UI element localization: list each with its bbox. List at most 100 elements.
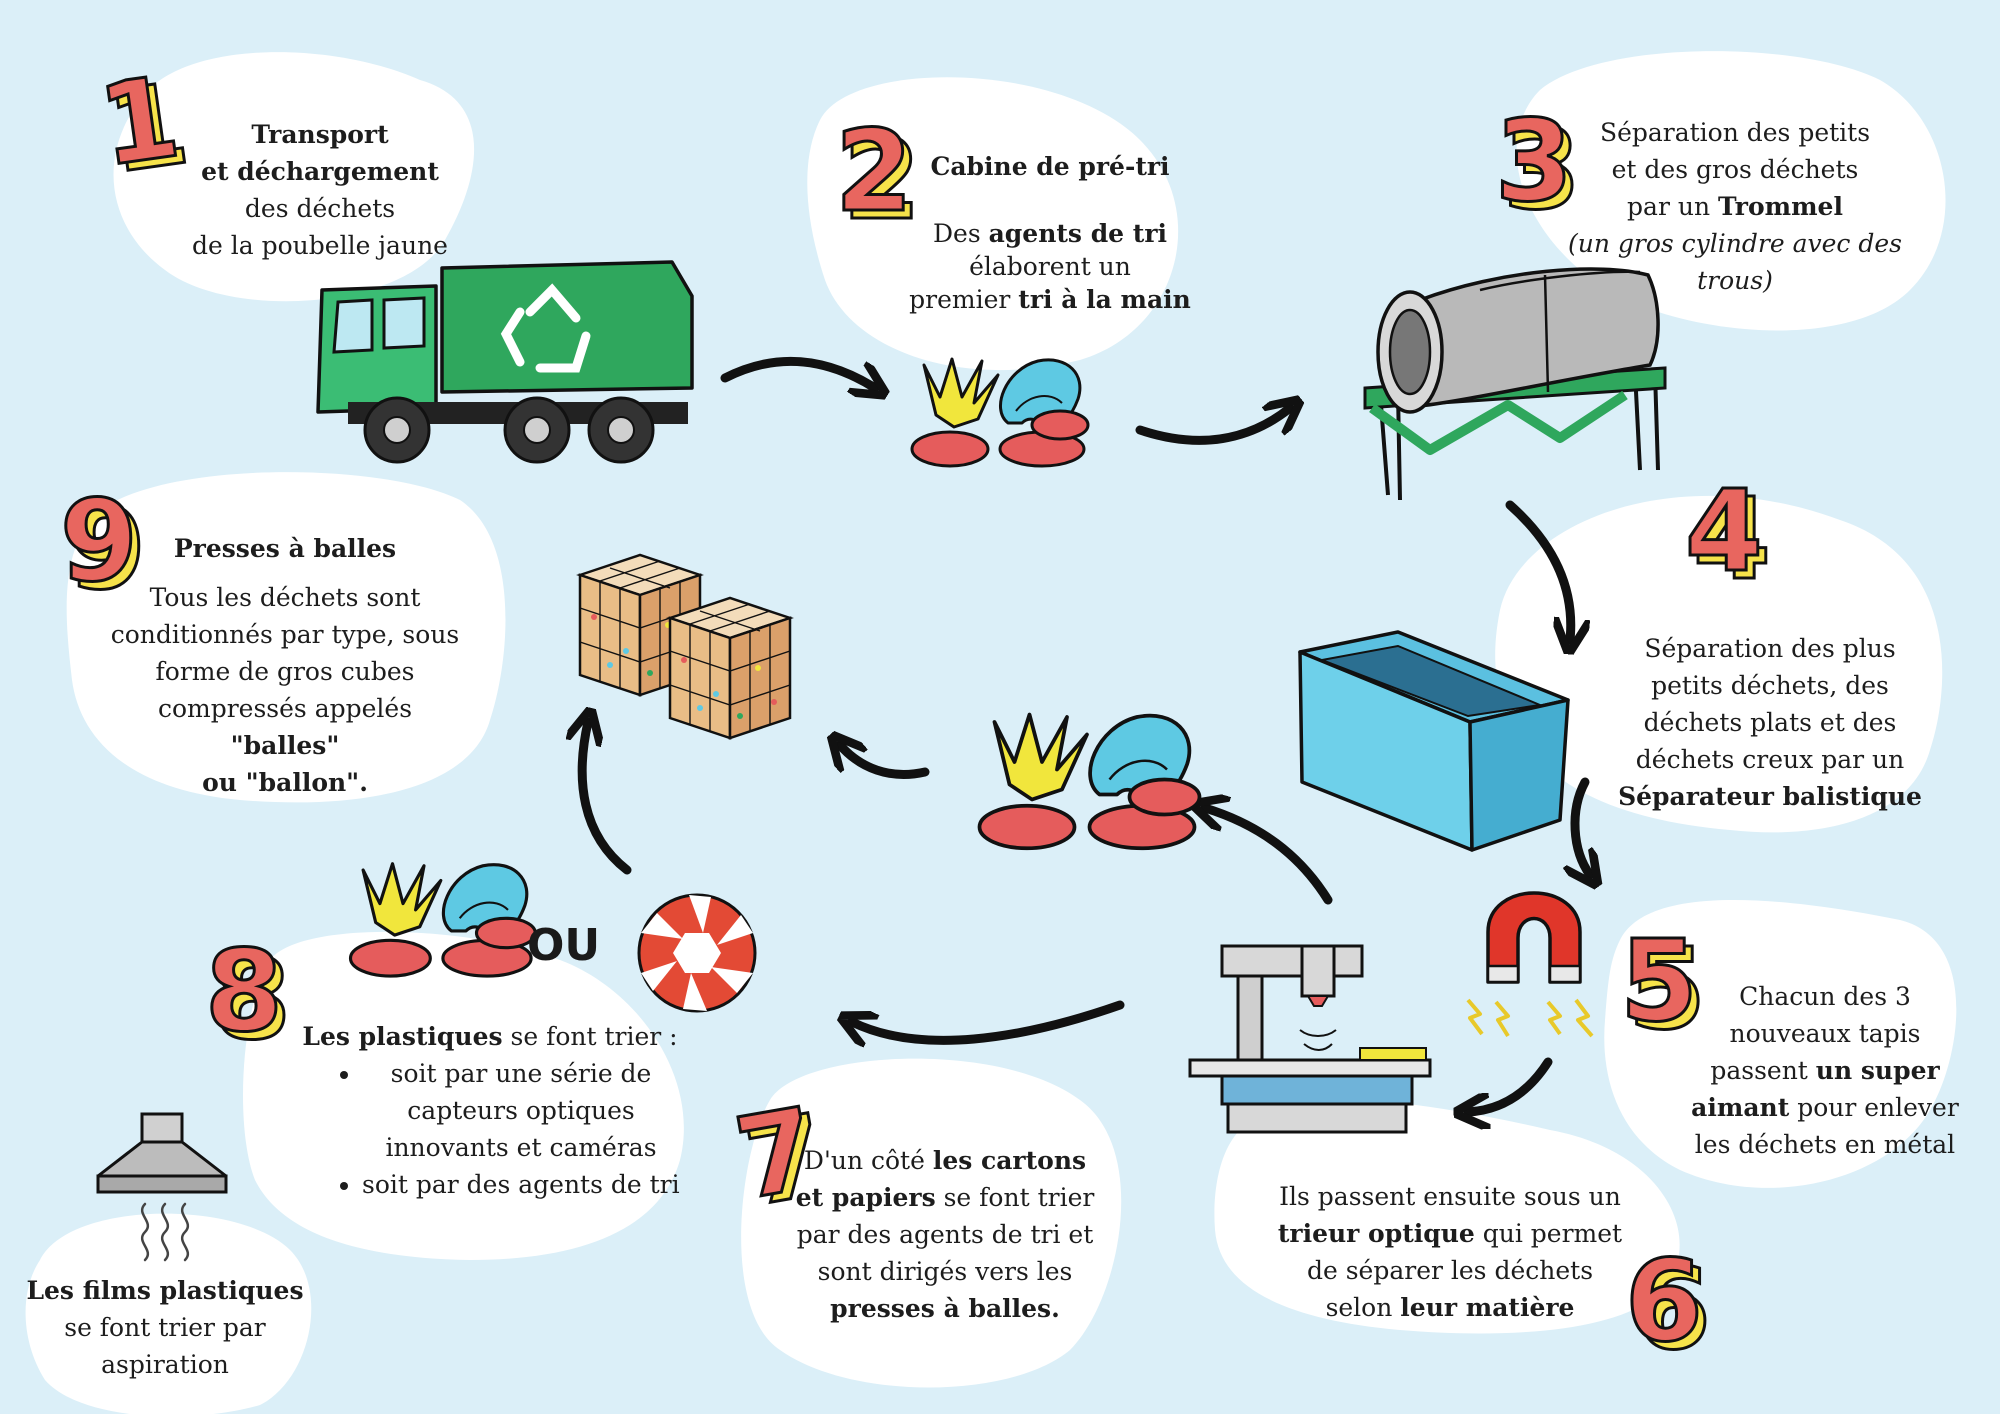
bubble-films — [25, 1213, 312, 1414]
step-2-text-a: Des — [932, 219, 989, 248]
aperture-icon — [637, 893, 757, 1013]
step-3-bold-c: Trommel — [1718, 192, 1843, 221]
arrow-3-to-4 — [1505, 500, 1571, 640]
recycle-icon — [500, 283, 591, 373]
step-number-9: 9 — [68, 485, 146, 615]
step-4-line5: Séparateur balistique — [1618, 782, 1922, 811]
svg-text:2: 2 — [835, 107, 913, 237]
bubble-step-1 — [113, 52, 475, 302]
step-number-3: 3 — [1503, 105, 1581, 235]
bubble-step-5 — [1604, 900, 1957, 1188]
step-9-line3: forme de gros cubes — [155, 657, 415, 686]
step-5-text: Chacun des 3 nouveaux tapis passent un s… — [1680, 978, 1970, 1163]
films-text: Les films plastiques se font trier par a… — [25, 1272, 305, 1383]
arrow-6-to-gloves — [1205, 808, 1333, 905]
arrow-5-to-6 — [1468, 1057, 1553, 1112]
arrow-4-to-5 — [1575, 777, 1590, 875]
step-1-text: Transport et déchargement des déchets de… — [170, 116, 470, 264]
bubble-step-7 — [741, 1058, 1122, 1388]
step-7-text: D'un côté les cartons et papiers se font… — [795, 1142, 1095, 1327]
bubble-step-8 — [243, 931, 684, 1260]
arrow-gloves-to-bales — [840, 745, 930, 779]
step-6-bold-d: leur matière — [1400, 1293, 1575, 1322]
step-9-bold-d: "balles" — [230, 731, 340, 760]
step-2-bold-a: agents de tri — [988, 219, 1168, 248]
step-1-line2: et déchargement — [201, 157, 439, 186]
step-9-line5: ou "ballon". — [202, 768, 368, 797]
step-6-text-d: selon — [1325, 1293, 1401, 1322]
step-2-text: Cabine de pré-tri Des agents de tri élab… — [900, 148, 1200, 318]
step-8-text: Les plastiques se font trier : soit par … — [300, 1018, 680, 1203]
step-number-2: 2 — [843, 115, 921, 245]
step-9-line2: conditionnés par type, sous — [110, 620, 460, 649]
step-6-bold-b: trieur optique — [1277, 1219, 1475, 1248]
step-3-text: Séparation des petits et des gros déchet… — [1540, 114, 1930, 299]
arrow-8-to-9 — [582, 722, 632, 875]
step-4-text: Séparation des plus petits déchets, des … — [1605, 630, 1935, 815]
step-2-title: Cabine de pré-tri — [930, 152, 1170, 181]
magnet-icon — [1466, 891, 1594, 1038]
bubble-step-9 — [66, 472, 506, 803]
step-8-bullet-2: soit par des agents de tri — [362, 1166, 680, 1203]
step-8-bold-lead: Les plastiques — [302, 1022, 503, 1051]
step-7-line5: presses à balles. — [830, 1294, 1060, 1323]
films-line3: aspiration — [101, 1350, 229, 1379]
step-number-8: 8 — [213, 935, 291, 1065]
step-5-bold-c: un super — [1815, 1056, 1940, 1085]
svg-text:8: 8 — [205, 927, 283, 1057]
step-6-line1: Ils passent ensuite sous un — [1279, 1182, 1621, 1211]
step-1-line3: des déchets — [244, 194, 396, 223]
ballistic-separator-icon — [1298, 630, 1570, 852]
step-4-line3: déchets plats et des — [1643, 708, 1897, 737]
arrow-6-to-7 — [852, 1000, 1125, 1040]
trommel-icon — [1363, 267, 1667, 501]
or-label: OU — [527, 920, 601, 971]
step-3-line2: et des gros déchets — [1611, 155, 1859, 184]
svg-text:3: 3 — [1495, 97, 1573, 227]
svg-text:4: 4 — [1685, 467, 1763, 597]
step-5-line5: les déchets en métal — [1694, 1130, 1956, 1159]
step-3-line1: Séparation des petits — [1599, 118, 1871, 147]
svg-text:6: 6 — [1625, 1237, 1703, 1367]
step-1-line4: de la poubelle jaune — [192, 231, 448, 260]
step-6-text-b: qui permet — [1474, 1219, 1623, 1248]
step-4-line4: déchets creux par un — [1635, 745, 1905, 774]
step-8-text-lead: se font trier : — [502, 1022, 678, 1051]
step-7-text-b: se font trier — [935, 1183, 1095, 1212]
svg-text:9: 9 — [60, 477, 138, 607]
step-6-line3: de séparer les déchets — [1306, 1256, 1594, 1285]
step-9-text: Presses à balles Tous les déchets sont c… — [110, 530, 460, 801]
step-5-bold-d: aimant — [1691, 1093, 1790, 1122]
step-7-text-a: D'un côté — [803, 1146, 933, 1175]
step-numbers: 1 1 2 2 3 3 4 4 5 5 6 6 7 7 8 8 9 9 — [59, 51, 1773, 1377]
films-line1: Les films plastiques — [26, 1276, 304, 1305]
svg-text:5: 5 — [1620, 917, 1698, 1047]
hood-icon — [96, 1112, 228, 1262]
step-5-line1: Chacun des 3 — [1739, 982, 1911, 1011]
truck-icon — [316, 260, 694, 464]
step-7-bold-b: et papiers — [795, 1183, 936, 1212]
arrow-2-to-3 — [1135, 408, 1290, 445]
step-number-4: 4 — [1693, 475, 1771, 605]
glove-icon — [910, 357, 1090, 468]
step-6-text: Ils passent ensuite sous un trieur optiq… — [1270, 1178, 1630, 1326]
bubble-step-2 — [807, 77, 1179, 371]
step-number-6: 6 — [1633, 1245, 1711, 1375]
step-9-text-d: compressés appelés — [157, 694, 413, 723]
bubble-step-4 — [1495, 495, 1943, 833]
bubble-step-6 — [1214, 1099, 1680, 1334]
step-3-text-c: par un — [1627, 192, 1718, 221]
step-1-line1: Transport — [251, 120, 389, 149]
step-5-text-d: pour enlever — [1789, 1093, 1959, 1122]
step-9-line1: Tous les déchets sont — [149, 583, 421, 612]
step-8-bullet-1: soit par une série de capteurs optiques … — [362, 1055, 680, 1166]
step-2-line2: élaborent un — [969, 252, 1131, 281]
step-number-5: 5 — [1628, 925, 1706, 1055]
glove-icon — [348, 862, 537, 978]
step-4-line1: Séparation des plus — [1644, 634, 1896, 663]
step-3-line4: (un gros cylindre avec des trous) — [1568, 229, 1902, 295]
step-9-title: Presses à balles — [173, 534, 397, 563]
step-7-line4: sont dirigés vers les — [817, 1257, 1073, 1286]
arrow-1-to-2 — [720, 356, 875, 388]
